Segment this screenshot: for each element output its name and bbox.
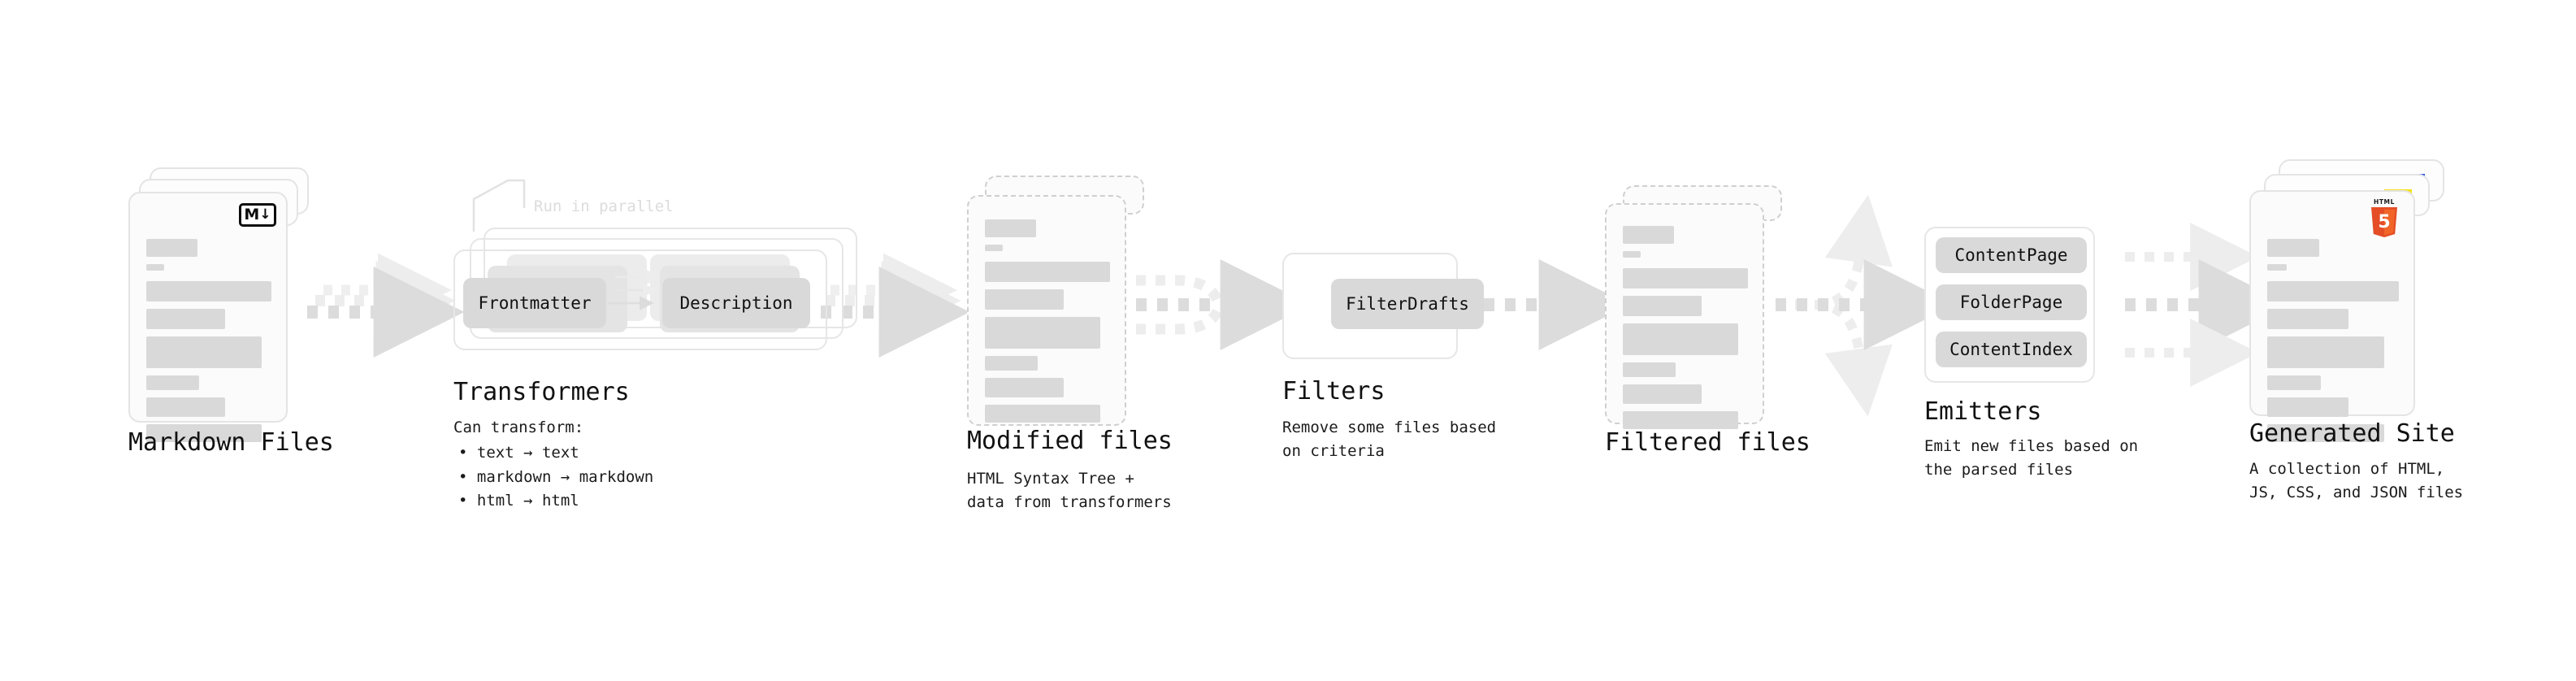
run-in-parallel-label: Run in parallel	[534, 197, 674, 215]
transformer-chip-description[interactable]: Description	[662, 278, 810, 328]
site-content-lines	[2267, 239, 2399, 449]
content-line	[985, 262, 1110, 282]
content-line	[146, 375, 199, 390]
emitters-title: Emitters	[1924, 397, 2042, 426]
content-line	[146, 264, 164, 271]
transformer-chip-frontmatter[interactable]: Frontmatter	[463, 278, 606, 328]
content-line	[2267, 309, 2349, 329]
connector-modified-to-filters	[1136, 259, 1312, 350]
content-line	[1623, 323, 1738, 355]
emitter-chip-contentindex[interactable]: ContentIndex	[1936, 332, 2087, 367]
content-line	[146, 424, 262, 442]
content-line	[985, 405, 1100, 423]
content-line	[985, 289, 1065, 310]
content-line	[146, 397, 226, 417]
emitter-chip-contentpage[interactable]: ContentPage	[1936, 237, 2087, 273]
markdown-content-lines	[146, 239, 271, 449]
svg-text:5: 5	[2378, 212, 2390, 232]
content-line	[2267, 281, 2399, 301]
content-line	[146, 281, 271, 301]
generated-site-subtitle: A collection of HTML, JS, CSS, and JSON …	[2249, 460, 2464, 501]
content-line	[146, 239, 197, 257]
content-line	[2267, 375, 2322, 390]
markdown-icon: M ↓	[239, 203, 276, 227]
modified-files-subtitle: HTML Syntax Tree + data from transformer…	[967, 470, 1172, 511]
transformers-description: Can transform: • text → text • markdown …	[453, 416, 653, 514]
run-in-parallel-callout	[472, 179, 526, 232]
filters-subtitle: Remove some files based on criteria	[1282, 419, 1497, 460]
markdown-files-title: Markdown Files	[128, 428, 334, 457]
filtered-content-lines	[1623, 226, 1748, 436]
transformers-bullet: • text → text	[458, 444, 579, 462]
markdown-icon-letter: M	[244, 206, 259, 223]
content-line	[146, 336, 262, 368]
content-line	[1623, 251, 1641, 258]
content-line	[146, 309, 226, 329]
transformers-description-heading: Can transform:	[453, 419, 584, 436]
site-sheet-front: HTML 5	[2249, 190, 2415, 442]
filter-chip-filterdrafts[interactable]: FilterDrafts	[1331, 279, 1484, 329]
content-line	[2267, 336, 2385, 368]
content-line	[1623, 411, 1738, 429]
filtered-sheet-front	[1605, 203, 1764, 429]
html5-logo-icon: HTML 5	[2366, 197, 2402, 237]
content-line	[985, 245, 1003, 251]
modified-sheet-front	[967, 195, 1126, 426]
markdown-sheet-front: M ↓	[128, 192, 288, 442]
transformers-title: Transformers	[453, 378, 630, 406]
content-line	[985, 219, 1036, 237]
svg-text:HTML: HTML	[2374, 198, 2395, 206]
filtered-files-title: Filtered files	[1605, 428, 1811, 457]
markdown-icon-arrow: ↓	[259, 206, 271, 223]
content-line	[1623, 268, 1748, 288]
content-line	[1623, 226, 1674, 244]
emitter-chip-folderpage[interactable]: FolderPage	[1936, 284, 2087, 320]
content-line	[2267, 424, 2385, 442]
transformer-group-front	[453, 249, 827, 350]
transformers-bullet: • markdown → markdown	[458, 467, 654, 486]
transformers-bullet: • html → html	[458, 492, 579, 510]
content-line	[1623, 296, 1702, 316]
content-line	[2267, 239, 2319, 257]
content-line	[2267, 397, 2349, 417]
content-line	[1623, 362, 1676, 377]
content-line	[2267, 264, 2287, 271]
content-line	[985, 356, 1038, 371]
content-line	[1623, 384, 1702, 404]
connector-emitters-to-site	[2125, 223, 2290, 387]
generated-site-title: Generated Site	[2249, 419, 2455, 448]
connector-md-to-transformers	[307, 253, 465, 358]
modified-content-lines	[985, 219, 1110, 430]
emitters-subtitle: Emit new files based on the parsed files	[1924, 437, 2139, 479]
modified-files-title: Modified files	[967, 427, 1173, 455]
content-line	[985, 317, 1100, 349]
content-line	[985, 378, 1065, 397]
connector-filtered-to-emitters	[1776, 194, 1955, 417]
filters-title: Filters	[1282, 377, 1386, 406]
